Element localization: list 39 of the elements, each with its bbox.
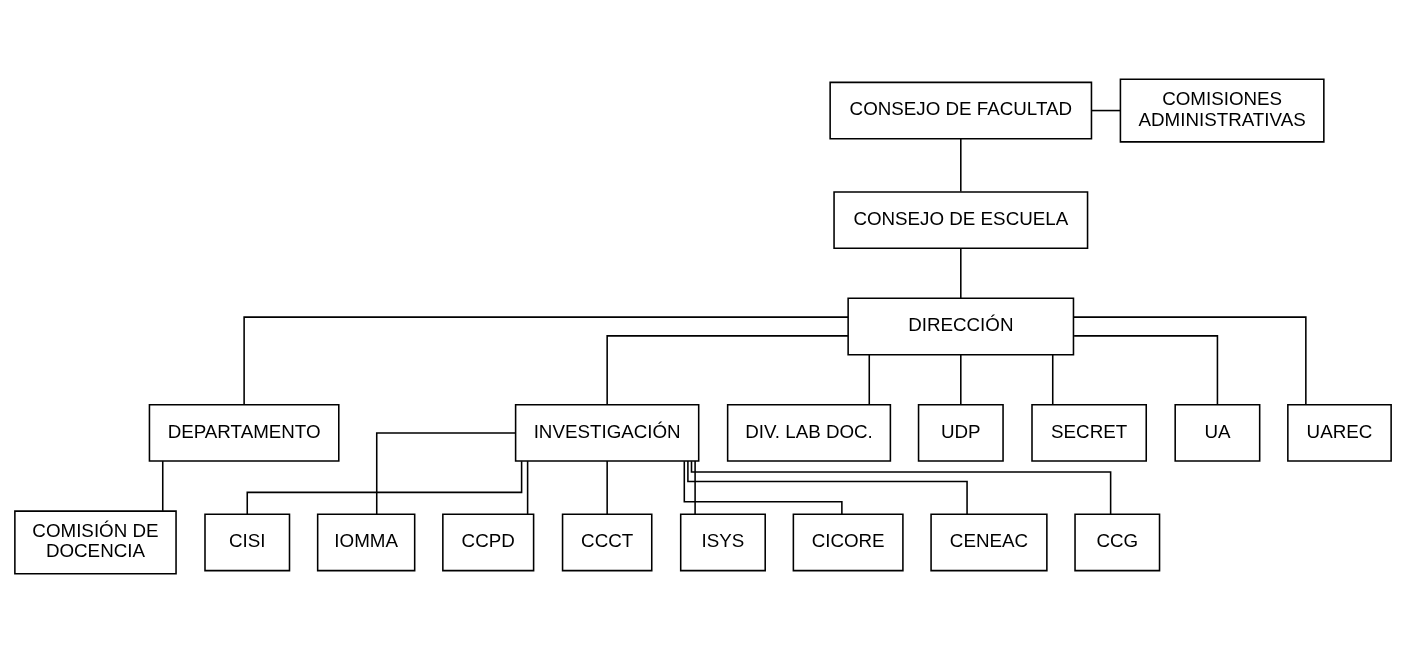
connector (246, 459, 523, 515)
connector (1051, 353, 1054, 405)
connector (161, 459, 164, 512)
connector (1073, 315, 1307, 405)
connector (606, 459, 608, 515)
node-box: COMISIÓN DE DOCENCIA (14, 509, 177, 574)
node-box: CONSEJO DE ESCUELA (833, 190, 1089, 249)
node-box: UDP (917, 403, 1004, 462)
node-box: UA (1174, 403, 1261, 462)
node-box: INVESTIGACIÓN (514, 403, 700, 462)
connector (375, 431, 517, 515)
node-box: SECRET (1031, 403, 1147, 462)
node-box: DIRECCIÓN (847, 297, 1075, 355)
connector (526, 459, 529, 515)
connector (694, 459, 696, 515)
connector (1090, 109, 1122, 111)
connector (1073, 334, 1219, 405)
connector (243, 315, 849, 405)
connector (868, 353, 871, 405)
node-box: UAREC (1287, 403, 1392, 462)
connector (606, 334, 849, 405)
node-box: DIV. LAB DOC. (726, 403, 892, 462)
connector (690, 460, 1112, 515)
connector (687, 459, 968, 515)
connector (683, 460, 843, 515)
node-box: CONSEJO DE FACULTAD (829, 81, 1093, 139)
node-box: CICORE (792, 513, 904, 571)
node-box: ISYS (679, 513, 766, 571)
connector (960, 353, 962, 405)
node-box: COMISIONES ADMINISTRATIVAS (1119, 78, 1325, 143)
node-box: CCPD (442, 513, 535, 571)
node-box: IOMMA (316, 513, 416, 571)
node-box: CISI (204, 513, 291, 571)
node-box: DEPARTAMENTO (148, 403, 340, 462)
connector (960, 247, 962, 299)
node-box: CENEAC (930, 513, 1048, 571)
node-box: CCG (1074, 513, 1161, 571)
node-box: CCCT (561, 513, 653, 571)
connector (960, 137, 962, 192)
